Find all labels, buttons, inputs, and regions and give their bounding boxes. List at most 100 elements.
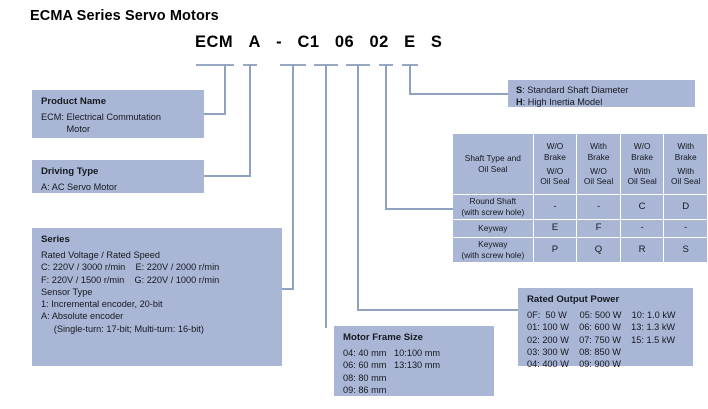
row1-label-l1: Round Shaft: [469, 196, 517, 207]
shaft-table-col-header-3: W/O Brake With Oil Seal: [620, 134, 664, 194]
code-segment-frame-size: 06: [334, 33, 355, 51]
shaft-table-corner-label-l2: Oil Seal: [478, 164, 508, 174]
shaft-type-table: Shaft Type and Oil Seal W/O Brake W/O Oi…: [452, 133, 708, 263]
box-shaft-diameter-note: S: Standard Shaft Diameter H: High Inert…: [508, 80, 695, 107]
shaft-table-cell-r3c2: Q: [577, 238, 620, 262]
connector-output-power-horizontal: [357, 309, 519, 311]
box-motor-frame-size-title: Motor Frame Size: [343, 332, 423, 343]
box-driving-type-line1: A: AC Servo Motor: [41, 181, 118, 192]
shaft-note-line2-code: H: [516, 97, 523, 108]
shaft-note-line1-text: : Standard Shaft Diameter: [522, 85, 629, 95]
row3-label-l2: (with screw hole): [461, 250, 525, 260]
col4-brake-l1: With: [677, 140, 695, 151]
connector-product-name-horizontal: [203, 113, 226, 115]
box-rated-output-power-row1: 0F: 50 W 05: 500 W 10: 1.0 kW: [527, 309, 676, 320]
connector-series-vertical: [292, 64, 294, 289]
connector-shaft-type-vertical: [385, 64, 387, 209]
shaft-table-cell-r3c3: R: [620, 238, 664, 262]
shaft-table-col-header-2: With Brake W/O Oil Seal: [577, 134, 620, 194]
col2-seal-l2: Oil Seal: [583, 176, 614, 187]
shaft-table-cell-r3c4: S: [664, 238, 707, 262]
box-series-voltage-heading: Rated Voltage / Rated Speed: [41, 249, 161, 260]
box-product-name-line2: Motor: [41, 124, 91, 135]
col3-brake-l2: Brake: [631, 151, 654, 162]
box-product-name-line1: ECM: Electrical Commutation: [41, 111, 161, 122]
box-product-name-title: Product Name: [41, 96, 107, 107]
col3-seal-l2: Oil Seal: [627, 176, 657, 187]
col1-seal-l1: W/O: [546, 165, 564, 176]
connector-frame-size-vertical: [325, 64, 327, 328]
shaft-table-corner-label-l1: Shaft Type and: [464, 153, 521, 164]
box-series-sensor-line1: 1: Incremental encoder, 20-bit: [41, 299, 163, 310]
col4-seal-l2: Oil Seal: [671, 176, 701, 187]
shaft-note-line2: H: High Inertia Model: [516, 96, 687, 108]
box-rated-output-power: Rated Output Power 0F: 50 W 05: 500 W 10…: [518, 288, 693, 369]
box-series: Series Rated Voltage / Rated Speed C: 22…: [32, 228, 282, 366]
box-driving-type-title: Driving Type: [41, 166, 99, 177]
box-rated-output-power-row4: 03: 300 W 08: 850 W: [527, 346, 621, 357]
row3-label-l1: Keyway: [478, 239, 508, 250]
code-segment-output-power: 02: [369, 33, 389, 51]
box-series-voltage-row2: F: 220V / 1500 r/min G: 220V / 1000 r/mi…: [41, 274, 220, 285]
connector-shaft-type-horizontal: [385, 208, 453, 210]
col4-seal-l1: With: [677, 165, 695, 176]
code-segment-shaft-diameter: S: [430, 33, 443, 51]
box-motor-frame-size-row3: 08: 80 mm: [343, 372, 387, 383]
box-product-name: Product Name ECM: Electrical Commutation…: [32, 90, 204, 138]
box-rated-output-power-title: Rated Output Power: [527, 294, 620, 305]
col2-brake-l1: With: [590, 140, 607, 151]
page-title: ECMA Series Servo Motors: [30, 8, 219, 24]
connector-product-name-vertical: [224, 64, 226, 114]
col3-seal-l1: With: [633, 165, 651, 176]
shaft-table-cell-r2c2: F: [577, 220, 620, 237]
shaft-note-line1-code: S: [516, 85, 523, 95]
shaft-table-col-header-1: W/O Brake W/O Oil Seal: [533, 134, 577, 194]
box-rated-output-power-row3: 02: 200 W 07: 750 W 15: 1.5 kW: [527, 334, 676, 345]
code-segment-shaft-type: E: [404, 33, 416, 51]
box-series-sensor-line2: A: Absolute encoder: [41, 311, 124, 322]
box-driving-type: Driving Type A: AC Servo Motor: [32, 160, 204, 193]
shaft-table-row-label-1: Round Shaft (with screw hole): [453, 195, 533, 219]
row2-label-l1: Keyway: [478, 223, 508, 234]
connector-shaft-diameter-horizontal: [409, 93, 519, 95]
model-code-row: ECM A - C1 06 02 E S: [195, 33, 442, 52]
box-motor-frame-size-row4: 09: 86 mm: [343, 384, 387, 395]
box-motor-frame-size-row2: 06: 60 mm 13:130 mm: [343, 360, 441, 371]
shaft-table-header-row: Shaft Type and Oil Seal W/O Brake W/O Oi…: [453, 134, 707, 194]
col1-seal-l2: Oil Seal: [540, 176, 570, 187]
code-segment-driving-type: A: [248, 33, 261, 51]
box-rated-output-power-row2: 01: 100 W 06: 600 W 13: 1.3 kW: [527, 322, 676, 333]
col1-brake-l1: W/O: [546, 140, 564, 151]
shaft-table-cell-r2c3: -: [620, 220, 664, 237]
shaft-table-row-label-2: Keyway: [453, 220, 533, 237]
connector-shaft-diameter-vertical: [409, 64, 411, 94]
row1-label-l2: (with screw hole): [461, 207, 525, 217]
connector-driving-type-horizontal: [203, 175, 251, 177]
connector-output-power-vertical: [357, 64, 359, 310]
col3-brake-l1: W/O: [633, 140, 651, 151]
shaft-table-cell-r1c3: C: [620, 195, 664, 219]
box-series-voltage-row1: C: 220V / 3000 r/min E: 220V / 2000 r/mi…: [41, 262, 220, 273]
table-row: Keyway (with screw hole) P Q R S: [453, 238, 707, 262]
shaft-table-cell-r1c2: -: [577, 195, 620, 219]
col2-brake-l2: Brake: [587, 151, 610, 162]
col4-brake-l2: Brake: [674, 151, 697, 162]
code-segment-series: C1: [297, 33, 320, 51]
code-underline-product-name: [196, 64, 234, 67]
shaft-table-cell-r1c1: -: [533, 195, 577, 219]
code-segment-product-name: ECM: [195, 33, 234, 51]
box-motor-frame-size: Motor Frame Size 04: 40 mm 10:100 mm 06:…: [334, 326, 494, 396]
shaft-table-cell-r1c4: D: [664, 195, 707, 219]
connector-series-horizontal: [281, 288, 294, 290]
col1-brake-l2: Brake: [544, 151, 566, 162]
shaft-table-cell-r2c1: E: [533, 220, 577, 237]
shaft-table-corner-label: Shaft Type and Oil Seal: [453, 134, 533, 194]
shaft-table-cell-r3c1: P: [533, 238, 577, 262]
shaft-table-col-header-4: With Brake With Oil Seal: [664, 134, 707, 194]
box-rated-output-power-row5: 04: 400 W 09: 900 W: [527, 359, 621, 370]
box-series-sensor-line3: (Single-turn: 17-bit; Multi-turn: 16-bit…: [41, 323, 204, 334]
connector-driving-type-vertical: [249, 64, 251, 176]
shaft-note-line2-text: : High Inertia Model: [522, 97, 603, 108]
shaft-table-row-label-3: Keyway (with screw hole): [453, 238, 533, 262]
